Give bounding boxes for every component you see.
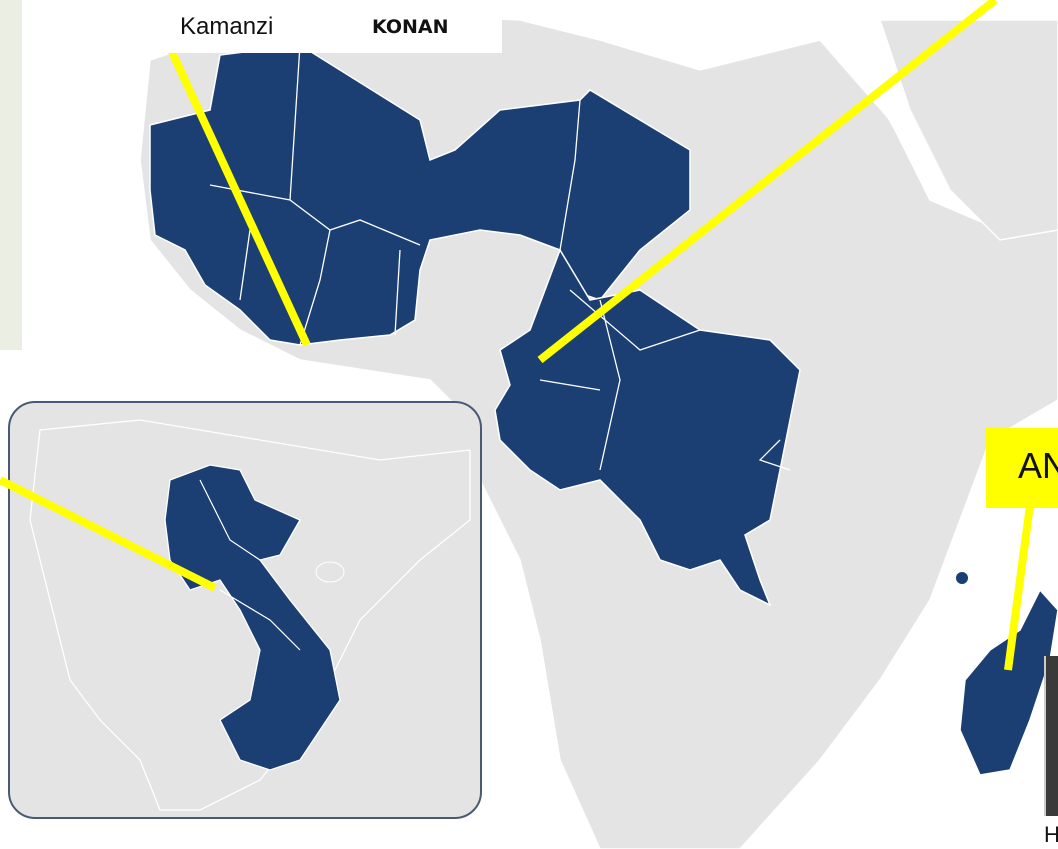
inset-island [315, 561, 345, 583]
inset-southeast-asia [8, 401, 482, 819]
first-name-label: Kamanzi [180, 13, 274, 40]
red-sea [840, 20, 945, 200]
pointer-line-central-africa [537, 0, 998, 364]
last-name-label: KONAN [372, 16, 449, 38]
pointer-line-southeast-asia [0, 476, 217, 592]
internal-borders [209, 44, 791, 471]
pointer-line-madagascar [1004, 504, 1034, 671]
name-card: Kamanzi KONAN [148, 0, 502, 53]
inset-internal-borders [199, 479, 301, 651]
photo-caption: H [1044, 822, 1058, 847]
callout-box: AN [986, 428, 1058, 508]
left-panel [0, 0, 22, 350]
pointer-line-west-africa [168, 50, 311, 347]
region-madagascar [959, 588, 1058, 776]
island-marker [956, 572, 968, 584]
arabia-land [878, 19, 1058, 241]
callout-label: AN [1018, 445, 1058, 486]
photo-thumbnail [1044, 656, 1058, 816]
